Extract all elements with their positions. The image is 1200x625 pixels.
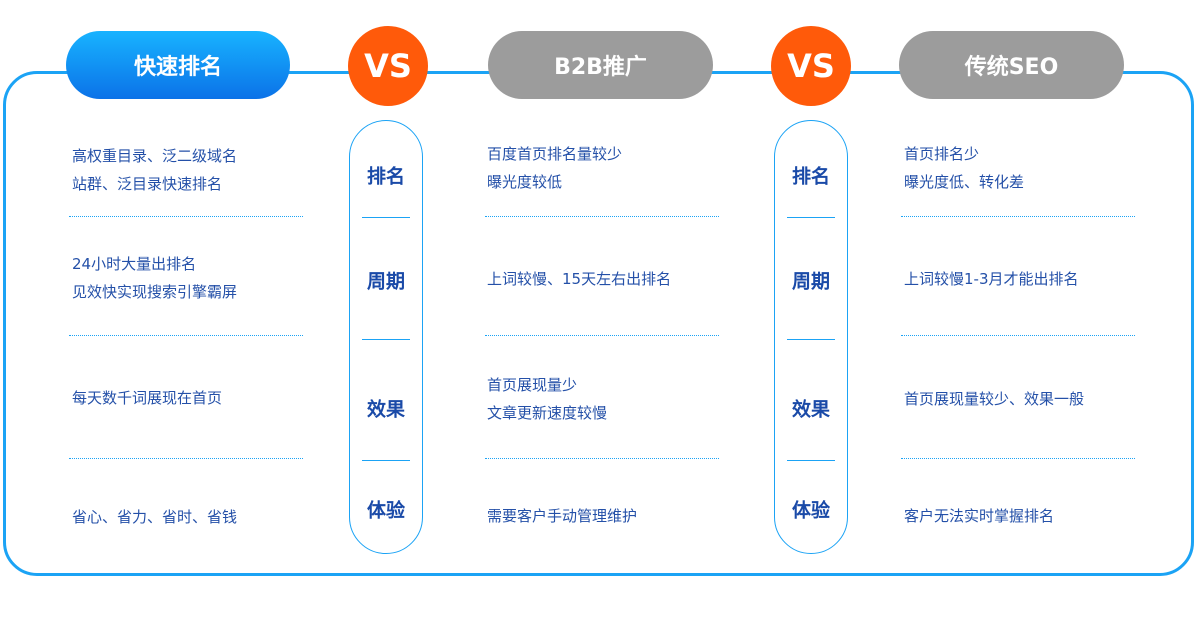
header-fast-rank: 快速排名 <box>66 31 290 99</box>
row-label-experience: 体验 <box>791 499 830 522</box>
row-label-cycle: 周期 <box>366 270 405 293</box>
b2b-effect-cell: 首页展现量少 文章更新速度较慢 <box>487 371 607 427</box>
row-divider <box>901 335 1135 336</box>
row-label-effect: 效果 <box>366 398 405 421</box>
row-divider <box>69 335 303 336</box>
row-label-capsule-2: 排名 周期 效果 体验 <box>774 120 848 554</box>
row-divider <box>485 216 719 217</box>
seo-experience-cell: 客户无法实时掌握排名 <box>904 502 1054 530</box>
cell-line: 客户无法实时掌握排名 <box>904 507 1055 525</box>
cell-line: 首页展现量较少、效果一般 <box>904 390 1085 408</box>
row-divider <box>69 458 303 459</box>
cell-line: 文章更新速度较慢 <box>487 404 608 422</box>
fast-rank-rank-cell: 高权重目录、泛二级域名 站群、泛目录快速排名 <box>72 142 237 198</box>
row-label-cycle: 周期 <box>791 270 830 293</box>
vs-badge-2: VS <box>771 26 851 106</box>
capsule-divider <box>362 460 410 461</box>
cell-line: 上词较慢、15天左右出排名 <box>487 270 672 288</box>
row-divider <box>485 458 719 459</box>
cell-line: 每天数千词展现在首页 <box>72 389 223 407</box>
vs-badge-1: VS <box>348 26 428 106</box>
cell-line: 高权重目录、泛二级域名 <box>72 147 238 165</box>
cell-line: 首页展现量少 <box>487 376 578 394</box>
row-label-rank: 排名 <box>366 165 405 188</box>
cell-line: 曝光度低、转化差 <box>904 173 1025 191</box>
row-divider <box>69 216 303 217</box>
row-divider <box>901 458 1135 459</box>
fast-rank-cycle-cell: 24小时大量出排名 见效快实现搜索引擎霸屏 <box>72 250 237 306</box>
cell-line: 百度首页排名量较少 <box>487 145 623 163</box>
b2b-cycle-cell: 上词较慢、15天左右出排名 <box>487 265 671 293</box>
b2b-experience-cell: 需要客户手动管理维护 <box>487 502 637 530</box>
row-label-effect: 效果 <box>791 398 830 421</box>
cell-line: 省心、省力、省时、省钱 <box>72 508 238 526</box>
capsule-divider <box>787 460 835 461</box>
cell-line: 24小时大量出排名 <box>72 255 197 273</box>
row-label-experience: 体验 <box>366 499 405 522</box>
cell-line: 站群、泛目录快速排名 <box>72 175 223 193</box>
capsule-divider <box>787 339 835 340</box>
cell-line: 见效快实现搜索引擎霸屏 <box>72 283 238 301</box>
cell-line: 上词较慢1-3月才能出排名 <box>904 270 1079 288</box>
capsule-divider <box>787 217 835 218</box>
capsule-divider <box>362 339 410 340</box>
b2b-rank-cell: 百度首页排名量较少 曝光度较低 <box>487 140 622 196</box>
seo-rank-cell: 首页排名少 曝光度低、转化差 <box>904 140 1024 196</box>
row-divider <box>485 335 719 336</box>
cell-line: 曝光度较低 <box>487 173 563 191</box>
seo-effect-cell: 首页展现量较少、效果一般 <box>904 385 1084 413</box>
seo-cycle-cell: 上词较慢1-3月才能出排名 <box>904 265 1079 293</box>
cell-line: 首页排名少 <box>904 145 980 163</box>
row-label-rank: 排名 <box>791 165 830 188</box>
capsule-divider <box>362 217 410 218</box>
fast-rank-experience-cell: 省心、省力、省时、省钱 <box>72 503 237 531</box>
cell-line: 需要客户手动管理维护 <box>487 507 638 525</box>
row-divider <box>901 216 1135 217</box>
header-b2b: B2B推广 <box>488 31 713 99</box>
row-label-capsule-1: 排名 周期 效果 体验 <box>349 120 423 554</box>
fast-rank-effect-cell: 每天数千词展现在首页 <box>72 384 222 412</box>
header-traditional-seo: 传统SEO <box>899 31 1124 99</box>
